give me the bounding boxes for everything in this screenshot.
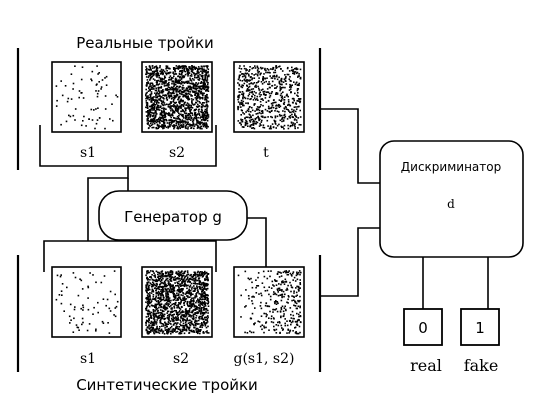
output-real-label: real — [410, 356, 442, 375]
output-fake-box: 1 — [460, 308, 500, 346]
real-label-t: t — [263, 145, 269, 161]
synthetic-label-s1: s1 — [80, 351, 96, 367]
discriminator-label: Дискриминатор — [401, 160, 501, 174]
discriminator-symbol: d — [447, 197, 455, 211]
real-label-s2: s2 — [169, 145, 185, 161]
generator-label: Генератор g — [124, 208, 222, 226]
real-t-image — [233, 61, 305, 133]
generator-box: Генератор g — [98, 190, 248, 241]
real-label-s1: s1 — [80, 145, 96, 161]
output-fake-label: fake — [464, 356, 499, 375]
synthetic-label-s2: s2 — [173, 351, 189, 367]
synthetic-s1-image — [51, 266, 122, 338]
real-triplets-title: Реальные тройки — [76, 34, 214, 52]
real-s2-image — [141, 61, 213, 133]
discriminator-box: Дискриминатор d — [379, 140, 524, 258]
real-s1-image — [51, 61, 122, 133]
synthetic-s2-image — [141, 266, 213, 338]
output-fake-value: 1 — [475, 319, 485, 337]
synthetic-g-image — [233, 266, 305, 338]
output-real-value: 0 — [418, 319, 428, 337]
synthetic-triplets-title: Синтетические тройки — [76, 376, 258, 394]
output-real-box: 0 — [403, 308, 443, 346]
synthetic-label-g: g(s1, s2) — [234, 351, 295, 367]
